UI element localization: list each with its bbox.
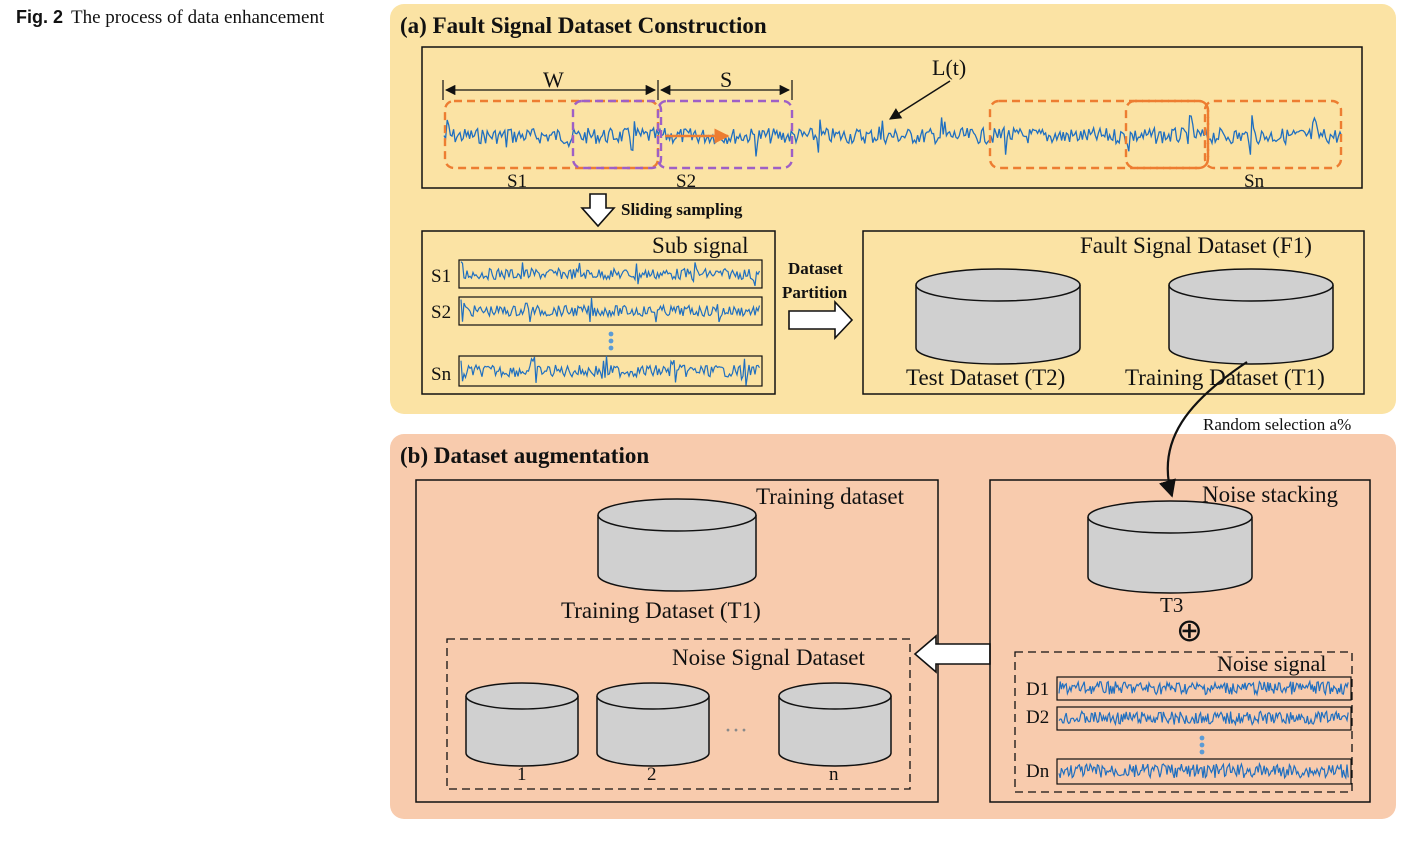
- partition-label-1: Dataset: [788, 259, 843, 278]
- partition-arrow: [788, 299, 854, 341]
- partition-label-2: Partition: [782, 283, 848, 302]
- window-late-2: [1124, 99, 1210, 170]
- sliding-sampling-arrow: [580, 193, 616, 228]
- noise-db-ellipsis: ···: [724, 718, 748, 744]
- t3-label: T3: [1160, 593, 1183, 617]
- noise-signal-waveforms: [1058, 679, 1349, 780]
- sub-signal-trace-n: [460, 355, 761, 386]
- training-dataset-title: Training dataset: [756, 484, 905, 509]
- window-label: W: [543, 67, 564, 92]
- sub-signal-title: Sub signal: [652, 233, 748, 258]
- sub-row-label-1: S1: [431, 266, 451, 287]
- window-sn: [1203, 99, 1343, 170]
- panel-a-title: (a) Fault Signal Dataset Construction: [400, 13, 767, 38]
- train-dataset-cylinder: [1168, 268, 1334, 365]
- noise-row-label-n: Dn: [1026, 761, 1050, 782]
- signal-pointer-arrow: [888, 80, 951, 120]
- sub-signal-waveforms: [460, 261, 761, 386]
- long-signal-trace: [443, 114, 1343, 157]
- sliding-sampling-label: Sliding sampling: [621, 200, 743, 219]
- training-dataset-label: Training Dataset (T1): [561, 598, 761, 623]
- noise-db-label-1: 1: [517, 764, 527, 785]
- fault-dataset-box: [862, 230, 1365, 395]
- random-selection-label: Random selection a%: [1203, 415, 1351, 434]
- sub-row-label-n: Sn: [431, 364, 452, 385]
- noise-dataset-box: [446, 638, 911, 790]
- noise-row-2-box: [1056, 706, 1352, 731]
- panel-a-background: [390, 4, 1396, 414]
- noise-row-1-box: [1056, 676, 1352, 701]
- noise-row-n-box: [1056, 758, 1352, 785]
- panel-b-title: (b) Dataset augmentation: [400, 443, 649, 468]
- noise-db-cylinder-2: [596, 682, 710, 767]
- segment-label-s1: S1: [507, 171, 527, 192]
- sub-rows-ellipsis: [608, 331, 614, 351]
- caption-text: The process of data enhancement: [71, 7, 325, 28]
- test-dataset-cylinder: [915, 268, 1081, 365]
- figure-label: Fig. 2: [16, 7, 64, 27]
- fault-dataset-title: Fault Signal Dataset (F1): [1080, 233, 1312, 258]
- t3-dataset-cylinder: [1087, 500, 1253, 594]
- sub-row-label-2: S2: [431, 302, 451, 323]
- training-dataset-cylinder: [597, 498, 757, 592]
- sub-row-1-box: [458, 259, 763, 289]
- noise-signal-box: [1014, 651, 1353, 793]
- noise-db-cylinder-1: [465, 682, 579, 767]
- noise-stacking-box: [989, 479, 1371, 803]
- training-dataset-box: [415, 479, 939, 803]
- noise-db-label-n: n: [829, 764, 839, 785]
- noise-db-label-2: 2: [647, 764, 657, 785]
- step-label: S: [720, 67, 732, 92]
- sub-row-2-box: [458, 296, 763, 326]
- noise-rows-ellipsis: [1199, 735, 1205, 755]
- segment-label-s2: S2: [676, 171, 696, 192]
- merge-arrow: [913, 634, 991, 674]
- noise-row-label-2: D2: [1026, 707, 1049, 728]
- noise-stacking-title: Noise stacking: [1202, 482, 1339, 507]
- window-late-1: [988, 99, 1210, 170]
- noise-signal-trace-1: [1058, 679, 1349, 697]
- noise-dataset-title: Noise Signal Dataset: [672, 645, 866, 670]
- long-signal-waveform: [443, 114, 1343, 157]
- segment-label-sn: Sn: [1244, 171, 1265, 192]
- window-s1-overlap: [571, 99, 663, 170]
- noise-db-cylinder-n: [778, 682, 892, 767]
- noise-row-label-1: D1: [1026, 679, 1049, 700]
- sub-signal-trace-2: [460, 297, 761, 323]
- noise-signal-trace-n: [1058, 761, 1349, 780]
- window-s2: [656, 99, 794, 170]
- long-signal-box: [421, 46, 1363, 189]
- noise-signal-title: Noise signal: [1217, 651, 1326, 676]
- figure-caption: Fig. 2 The process of data enhancement: [16, 4, 356, 31]
- random-selection-arrow: [1158, 361, 1248, 498]
- test-dataset-label: Test Dataset (T2): [906, 365, 1065, 390]
- sub-signal-box: [421, 230, 776, 395]
- noise-signal-trace-2: [1058, 710, 1349, 727]
- window-s1: [443, 99, 660, 170]
- signal-label: L(t): [932, 55, 966, 80]
- plus-icon: ⊕: [1176, 611, 1203, 649]
- sub-row-n-box: [458, 355, 763, 387]
- sub-signal-trace-1: [460, 261, 761, 287]
